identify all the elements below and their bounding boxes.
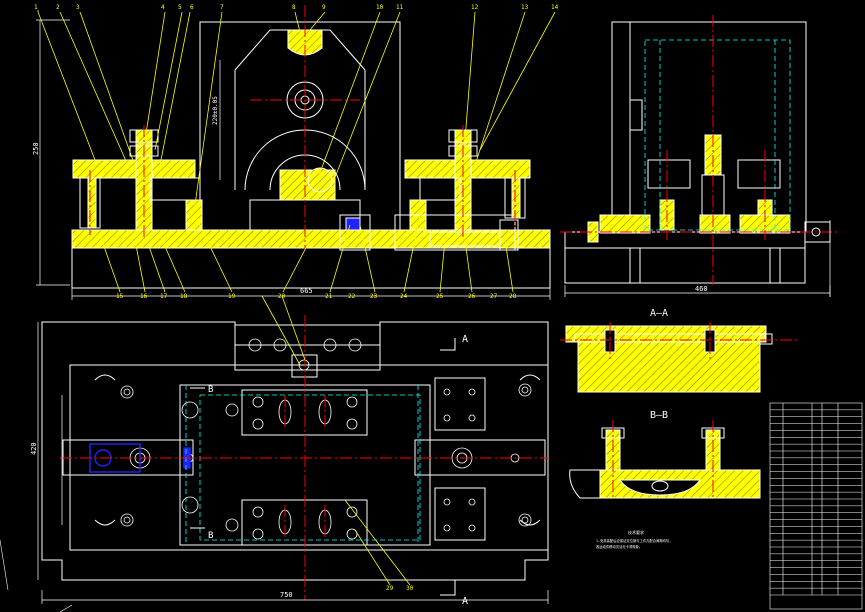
top-cradle (287, 29, 323, 56)
svg-text:29: 29 (386, 585, 394, 592)
svg-text:30: 30 (406, 585, 414, 592)
svg-text:16: 16 (140, 293, 148, 300)
left-clamp-bar (72, 159, 196, 179)
side-centerlines (560, 15, 840, 285)
svg-text:7: 7 (220, 4, 224, 11)
section-b-b (569, 427, 761, 499)
front-leaders (37, 10, 556, 293)
section-mark-b-bottom: B (208, 531, 213, 541)
plan-dimensions (37, 322, 549, 604)
plan-centerlines (60, 315, 548, 600)
front-callouts: 1 2 3 4 5 6 7 8 9 10 11 12 13 14 15 16 1… (34, 4, 559, 300)
front-dim-height: 250 (32, 142, 40, 155)
plan-outline (41, 321, 549, 581)
section-mark-a-bottom: A (462, 596, 468, 607)
section-a-a (565, 325, 773, 393)
side-hidden-lines (644, 39, 791, 231)
svg-text:4: 4 (161, 4, 165, 11)
side-dim-width: 460 (695, 285, 708, 293)
notes-line-1: 1.夹具装配后应保证定位销与工件孔配合间隙均匀， (596, 538, 673, 543)
svg-text:11: 11 (396, 4, 404, 11)
svg-text:27: 27 (490, 293, 498, 300)
plan-dim-width: 750 (280, 591, 293, 599)
svg-text:21: 21 (325, 293, 333, 300)
title-block-rows (770, 409, 862, 589)
section-b-b-label: B—B (650, 410, 668, 421)
svg-text:22: 22 (348, 293, 356, 300)
plan-view (41, 321, 549, 581)
svg-text:25: 25 (436, 293, 444, 300)
svg-text:3: 3 (76, 4, 80, 11)
svg-text:5: 5 (178, 4, 182, 11)
svg-text:9: 9 (322, 4, 326, 11)
section-a-a-label: A—A (650, 308, 668, 319)
plan-holes (120, 338, 532, 540)
svg-text:6: 6 (190, 4, 194, 11)
plan-dim-height: 420 (30, 442, 38, 455)
plan-section-marks (190, 338, 456, 596)
svg-text:24: 24 (400, 293, 408, 300)
svg-text:18: 18 (180, 293, 188, 300)
notes-title: 技术要求 (628, 529, 644, 535)
svg-text:15: 15 (116, 293, 124, 300)
top-clamp-plate (234, 324, 381, 371)
svg-text:8: 8 (292, 4, 296, 11)
svg-text:1: 1 (34, 4, 38, 11)
svg-text:14: 14 (551, 4, 559, 11)
notes-line-2: 各运动件移动灵活无卡滞现象。 (596, 544, 642, 549)
svg-text:19: 19 (228, 293, 236, 300)
section-mark-a-top: A (462, 334, 468, 345)
svg-text:17: 17 (160, 293, 168, 300)
svg-text:28: 28 (509, 293, 517, 300)
svg-text:13: 13 (521, 4, 529, 11)
front-dim-center: 220±0.05 (212, 96, 219, 125)
front-dimensions (36, 19, 551, 300)
base-plate (71, 247, 551, 289)
svg-text:12: 12 (471, 4, 479, 11)
svg-text:2: 2 (56, 4, 60, 11)
svg-text:10: 10 (376, 4, 384, 11)
front-dim-width: 665 (300, 287, 313, 295)
plan-hidden-lines (185, 385, 421, 545)
front-centerlines (89, 5, 516, 250)
section-mark-b-top: B (208, 385, 213, 395)
svg-text:26: 26 (468, 293, 476, 300)
svg-text:23: 23 (370, 293, 378, 300)
